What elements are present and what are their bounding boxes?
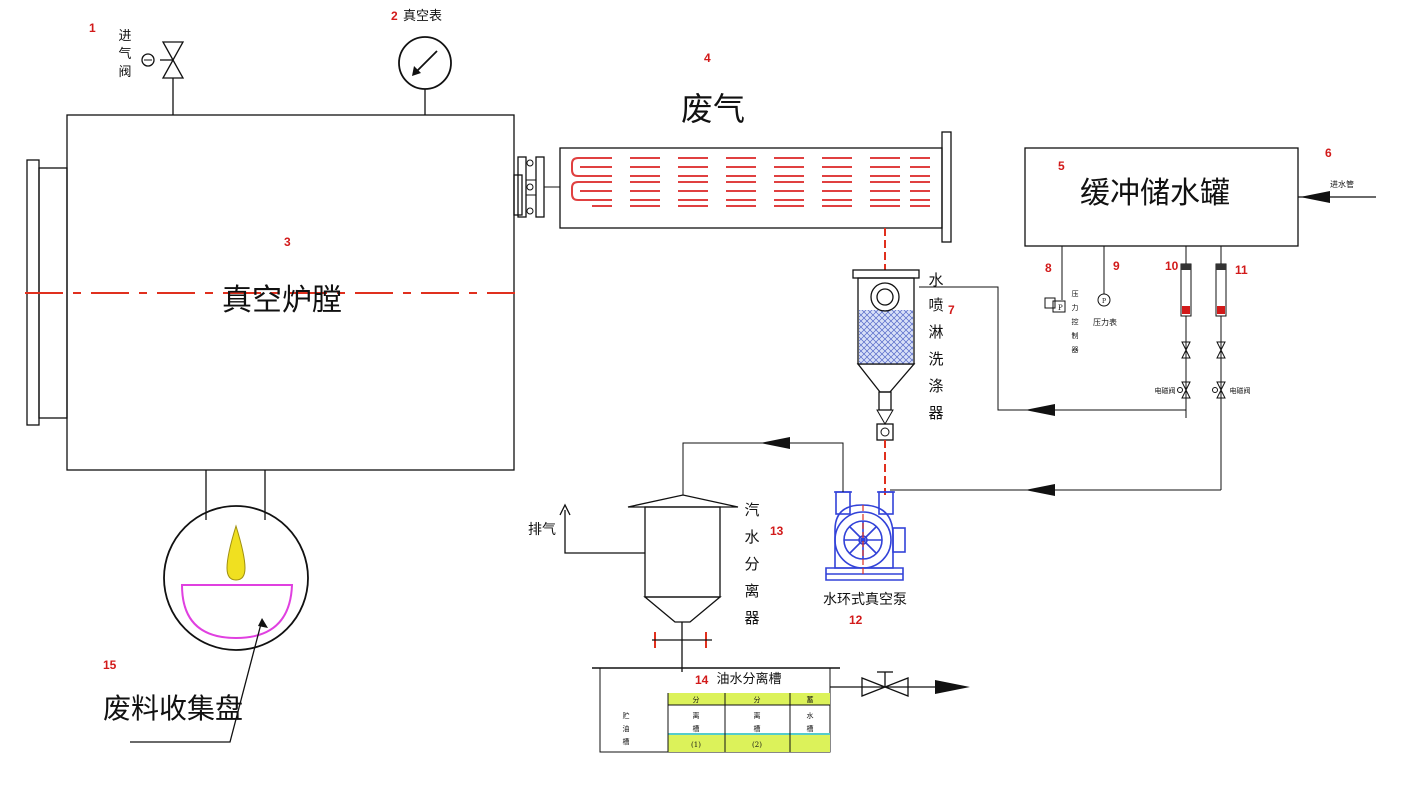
number-13: 13: [770, 524, 784, 538]
storage-label-3: 槽: [623, 737, 630, 746]
svg-text:P: P: [1102, 298, 1106, 305]
condenser: 废气: [559, 90, 952, 243]
number-6: 6: [1325, 146, 1332, 160]
pump-icon: [825, 491, 906, 581]
pump-label: 水环式真空泵: [823, 592, 907, 608]
number-8: 8: [1045, 261, 1052, 275]
pump-feed-pipe: [890, 484, 1221, 496]
scrubber-label-6: 器: [928, 404, 943, 422]
steam-water-separator: [627, 494, 739, 672]
exhaust-label: 废气: [681, 90, 745, 128]
arrow-icon: [1025, 484, 1055, 496]
solenoid-label-left: 电磁阀: [1155, 386, 1176, 395]
vent-label: 排气: [528, 522, 556, 538]
scrubber-label-2: 喷: [928, 296, 943, 314]
separator-label-4: 离: [744, 582, 759, 600]
pressure-controller-label-1: 压: [1072, 290, 1079, 298]
waste-collector: 废料收集盘: [103, 470, 309, 743]
pressure-controller-label-4: 制: [1072, 331, 1079, 340]
separator-label-2: 水: [744, 528, 759, 546]
callout-numbers: 1 2 3 4 5 6 7 8 9 10 11 12 13 14 15: [89, 9, 1332, 687]
scrubber-label-1: 水: [928, 271, 943, 289]
separator-label-1: 汽: [744, 501, 759, 519]
intake-valve-label-1: 进: [118, 29, 131, 44]
pressure-controller-label-5: 器: [1072, 346, 1079, 354]
intake-valve-label-3: 阀: [118, 65, 131, 80]
svg-text:P: P: [1058, 304, 1063, 312]
oil-separator-label: 油水分离槽: [716, 671, 781, 687]
pressure-gauge-label: 压力表: [1093, 317, 1117, 327]
pump-discharge-pipe: [682, 437, 844, 495]
number-12: 12: [849, 613, 863, 627]
number-1: 1: [89, 21, 96, 35]
water-inlet: 进水管: [1298, 179, 1376, 203]
solenoid-label-right: 电磁阀: [1230, 386, 1251, 395]
col3-label-1: 蓄: [807, 695, 814, 704]
vacuum-chamber: 真空炉膛: [25, 114, 523, 471]
number-10: 10: [1165, 259, 1179, 273]
tray-icon: [180, 584, 294, 640]
col1-label-3: 槽: [693, 724, 700, 733]
col1-label-1: 分: [693, 695, 700, 704]
flame-icon: [226, 524, 246, 581]
water-scrubber: [852, 269, 920, 441]
vent-pipe: [559, 503, 645, 554]
arrow-icon: [1300, 191, 1330, 203]
scrubber-label-4: 洗: [928, 350, 943, 368]
arrow-icon: [760, 437, 790, 449]
number-5: 5: [1058, 159, 1065, 173]
flowmeter-icon: [1177, 246, 1192, 418]
arrow-icon: [935, 680, 970, 694]
chamber-label: 真空炉膛: [222, 283, 342, 318]
drain-outlet: [830, 671, 970, 697]
number-4: 4: [704, 51, 711, 65]
pressure-controller-label-3: 控: [1072, 317, 1079, 326]
col3-label-3: 槽: [807, 724, 814, 733]
tray-label: 废料收集盘: [103, 692, 243, 725]
separator-label-5: 器: [744, 609, 759, 627]
pressure-gauge-icon: [398, 36, 452, 115]
pressure-gauge-small: P: [1097, 246, 1111, 307]
number-3: 3: [284, 235, 291, 249]
buffer-tank: 缓冲储水罐: [1024, 147, 1299, 247]
coil-icon: [571, 157, 930, 207]
tank-label: 缓冲储水罐: [1080, 176, 1230, 211]
pressure-controller-label-2: 力: [1072, 303, 1079, 312]
storage-label-1: 贮: [623, 711, 630, 720]
pressure-controller: P: [1044, 246, 1066, 313]
flowmeter-icon: [1212, 246, 1227, 490]
scrubber-label-5: 涤: [928, 377, 943, 395]
number-14: 14: [695, 673, 709, 687]
col1-label-4: (1): [691, 741, 701, 749]
intake-valve-label-2: 气: [118, 46, 131, 62]
number-7: 7: [948, 303, 955, 317]
separator-label-3: 分: [744, 555, 759, 573]
col3-label-2: 水: [807, 711, 814, 720]
number-9: 9: [1113, 259, 1120, 273]
number-15: 15: [103, 658, 117, 672]
vacuum-gauge-label: 真空表: [403, 9, 442, 24]
col1-label-2: 离: [693, 711, 700, 720]
number-2: 2: [391, 9, 398, 23]
col2-label-4: (2): [752, 741, 762, 749]
water-in-label: 进水管: [1330, 179, 1354, 189]
col2-label-1: 分: [754, 695, 761, 704]
oil-water-separator-tank: 油水分离槽 贮 油 槽 分 离 槽 (1) 分 离 槽 (2) 蓄 水 槽: [592, 667, 840, 753]
number-11: 11: [1235, 263, 1248, 277]
connection-flange: [517, 156, 560, 218]
valve-icon: [861, 677, 909, 697]
scrubber-feed-pipe: [919, 286, 1187, 418]
scrubber-label-3: 淋: [928, 323, 943, 341]
storage-label-2: 油: [623, 724, 630, 733]
arrow-icon: [1025, 404, 1055, 416]
valve-icon: [141, 41, 185, 115]
tray-leader-line: [130, 619, 263, 743]
col2-label-2: 离: [754, 711, 761, 720]
col2-label-3: 槽: [754, 724, 761, 733]
